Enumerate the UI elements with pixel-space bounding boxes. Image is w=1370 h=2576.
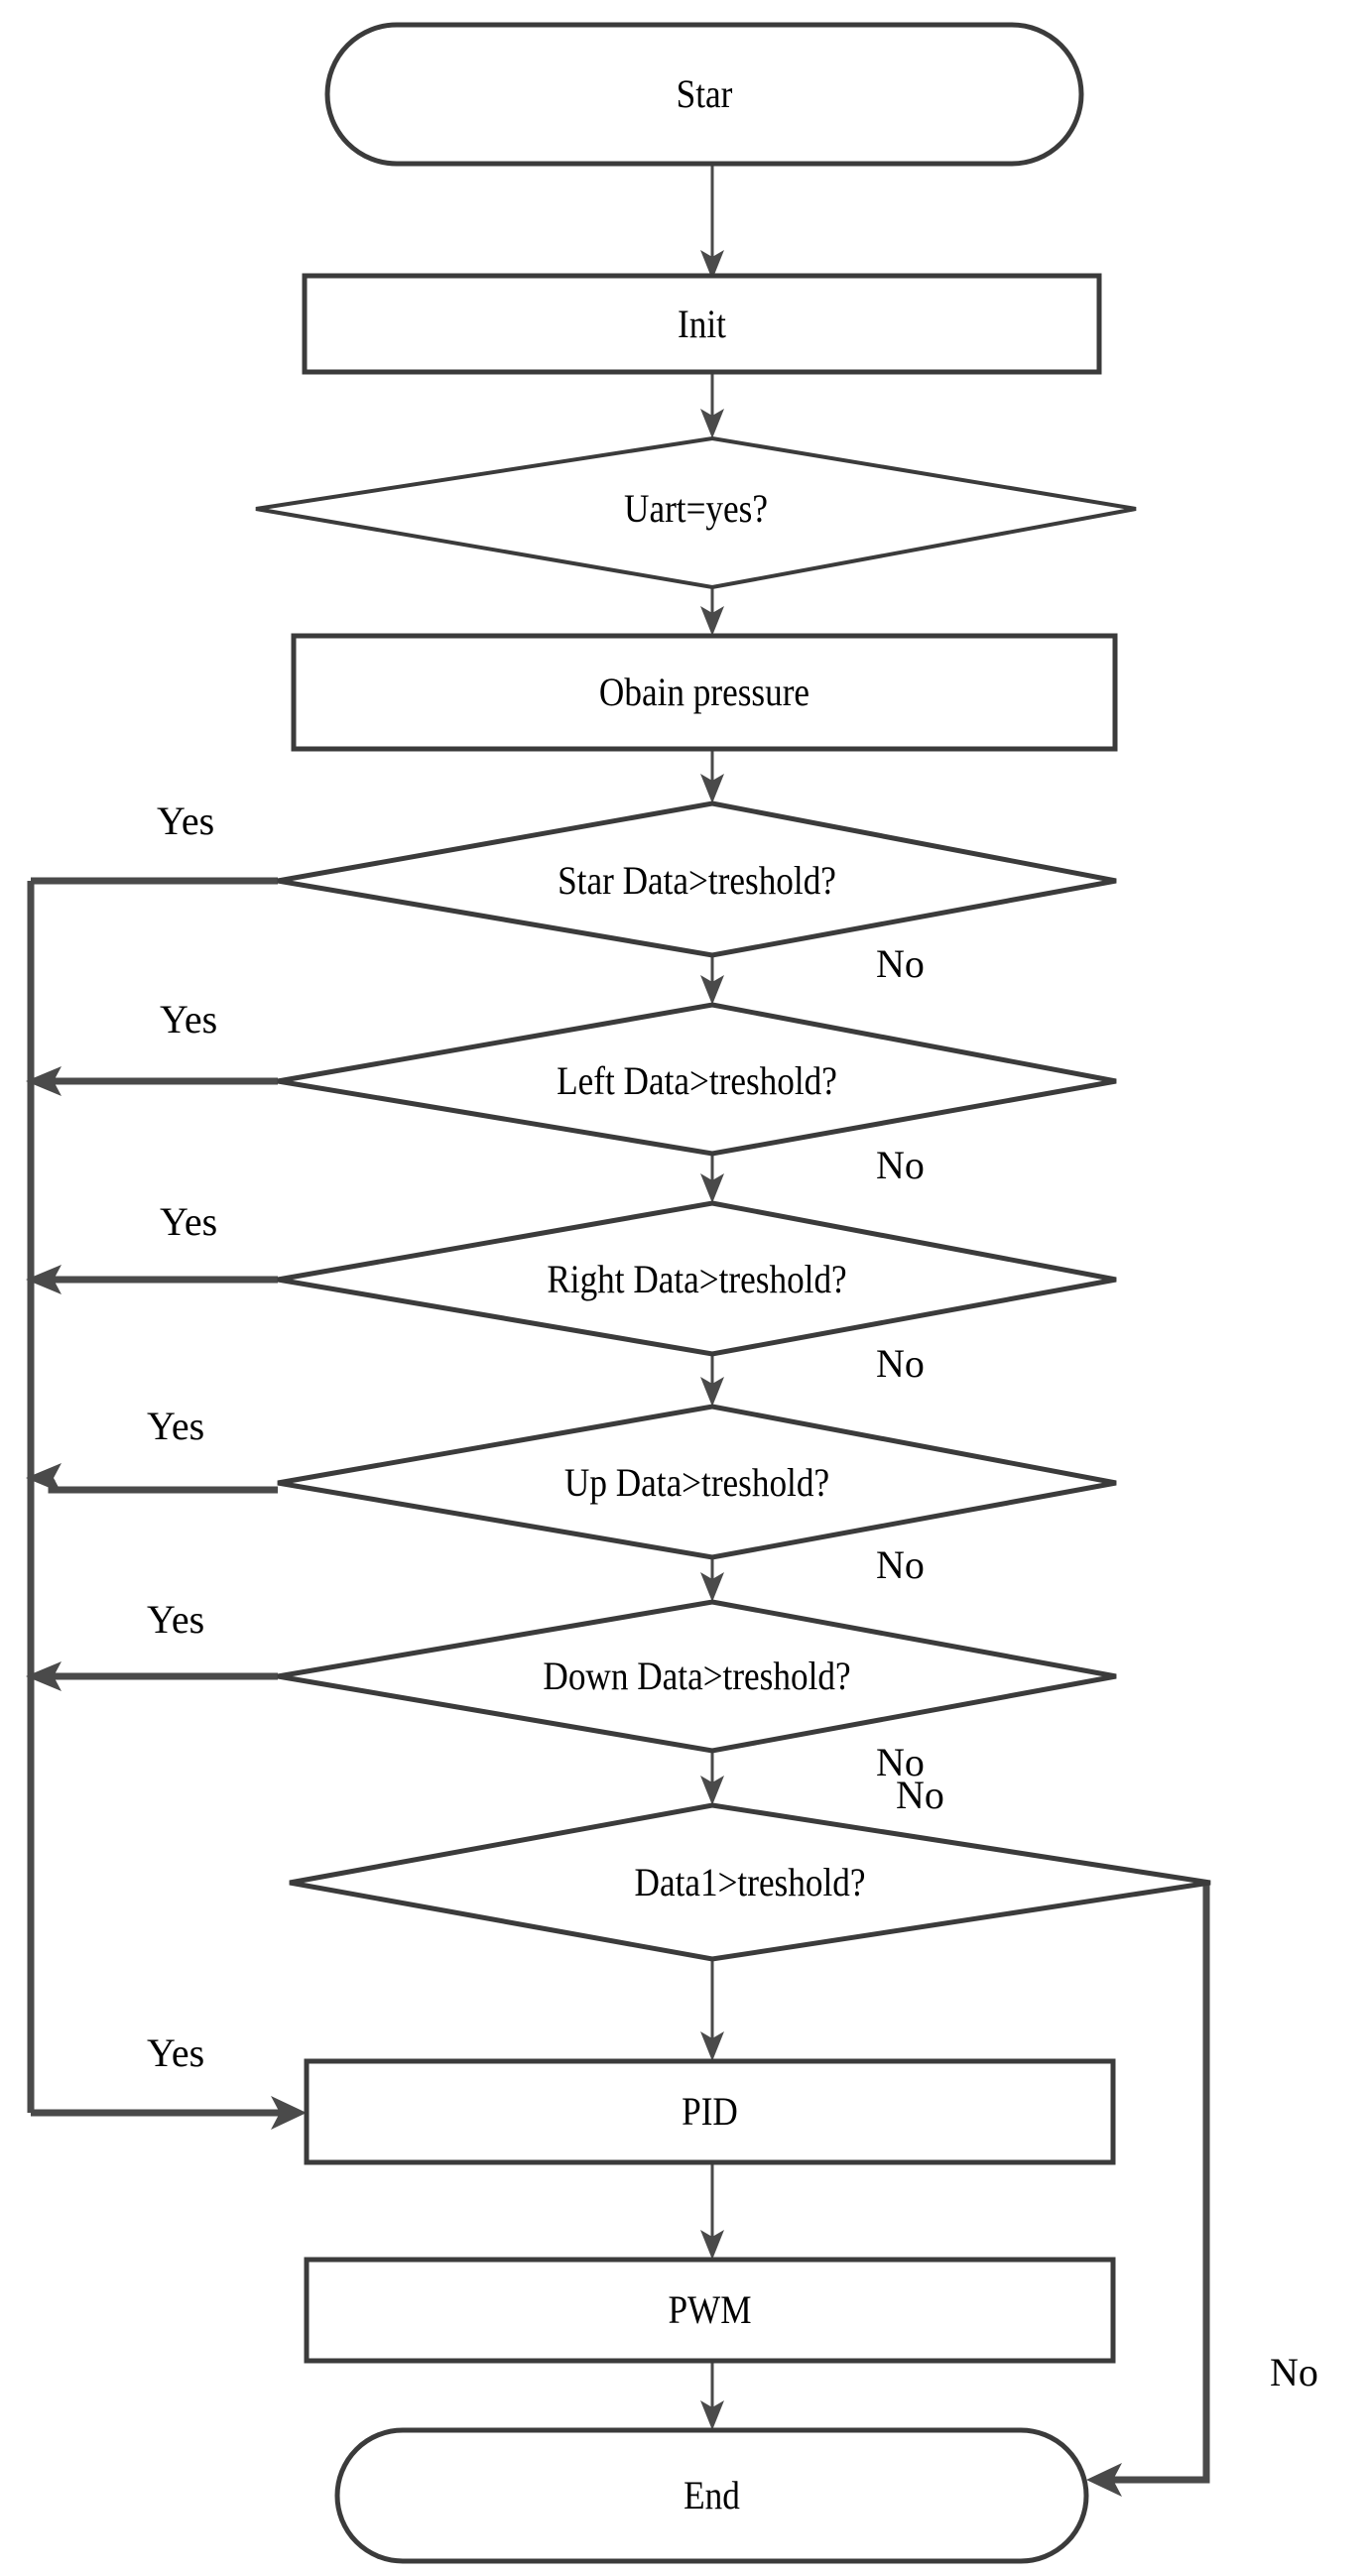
edge-yes-up [26, 1463, 278, 1494]
edge-left-to-right [700, 1154, 724, 1203]
edge-obtain-to-star-decision [700, 749, 724, 803]
node-data1-decision-shape [289, 1802, 1211, 1962]
node-left-decision-shape [277, 1002, 1117, 1157]
node-init-shape [302, 273, 1102, 375]
edge-yes-left [26, 1066, 278, 1096]
node-uart-shape [255, 435, 1137, 590]
node-right-decision-shape [277, 1200, 1117, 1357]
node-star-decision-shape [277, 800, 1117, 958]
edge-no-data1-to-end [1086, 1883, 1210, 2497]
node-start-shape [324, 22, 1084, 167]
node-pid-shape [304, 2058, 1116, 2165]
edge-star-to-left [700, 955, 724, 1005]
node-down-decision-shape [277, 1599, 1117, 1754]
edge-data1-to-pid [700, 1959, 724, 2061]
node-end-shape [334, 2427, 1089, 2564]
edge-right-to-up [700, 1354, 724, 1407]
edge-start-to-init [700, 164, 724, 280]
edge-pid-to-pwm [700, 2162, 724, 2260]
edge-yes-right [26, 1265, 278, 1294]
edge-pwm-to-end [700, 2361, 724, 2430]
edge-bus-to-pid [31, 2096, 307, 2130]
edge-down-to-data1 [700, 1751, 724, 1805]
edge-yes-down [26, 1661, 278, 1691]
edge-uart-to-obtain [700, 587, 724, 636]
edge-init-to-uart [700, 372, 724, 438]
node-up-decision-shape [277, 1404, 1117, 1560]
edge-up-to-down [700, 1557, 724, 1602]
node-pwm-shape [304, 2257, 1116, 2364]
node-obtain-shape [291, 633, 1118, 752]
